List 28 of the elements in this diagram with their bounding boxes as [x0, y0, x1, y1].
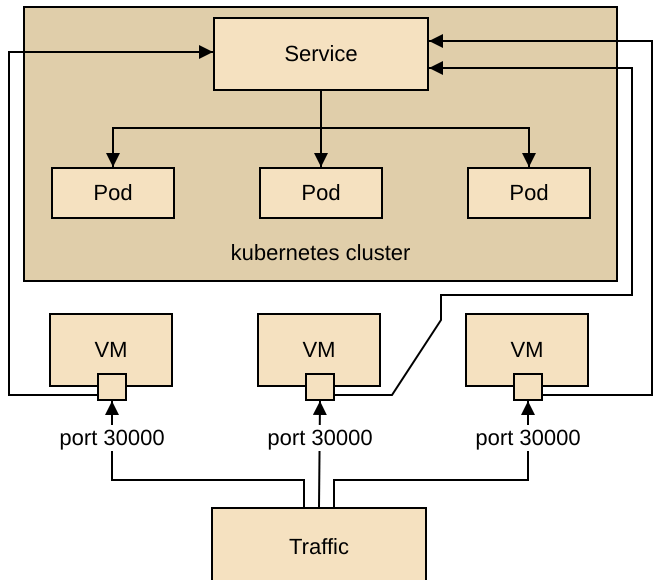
node-label: VM [510, 337, 544, 363]
port-box [513, 373, 543, 401]
pod-box [51, 167, 175, 219]
vm-box [257, 313, 381, 387]
arrow [320, 91, 536, 167]
node-label: VM [302, 337, 336, 363]
node-label: Pod [92, 180, 134, 206]
arrow [335, 61, 633, 396]
arrow [429, 34, 653, 396]
arrow [312, 400, 327, 508]
cluster-label: kubernetes cluster [230, 240, 412, 266]
node-label: Pod [300, 180, 342, 206]
pod-box [467, 167, 591, 219]
port-box [97, 373, 127, 401]
node-label: VM [94, 337, 128, 363]
vm-box [49, 313, 173, 387]
arrow [333, 401, 535, 507]
node-label: Service [283, 41, 359, 67]
node-label: Traffic [288, 534, 350, 560]
pod-box [259, 167, 383, 219]
arrow [105, 401, 305, 507]
port-box [305, 373, 335, 401]
cluster-panel [23, 6, 618, 282]
arrow [8, 45, 213, 396]
service-box [213, 17, 429, 91]
vm-box [465, 313, 589, 387]
node-label: Pod [508, 180, 550, 206]
traffic-box [211, 507, 427, 580]
